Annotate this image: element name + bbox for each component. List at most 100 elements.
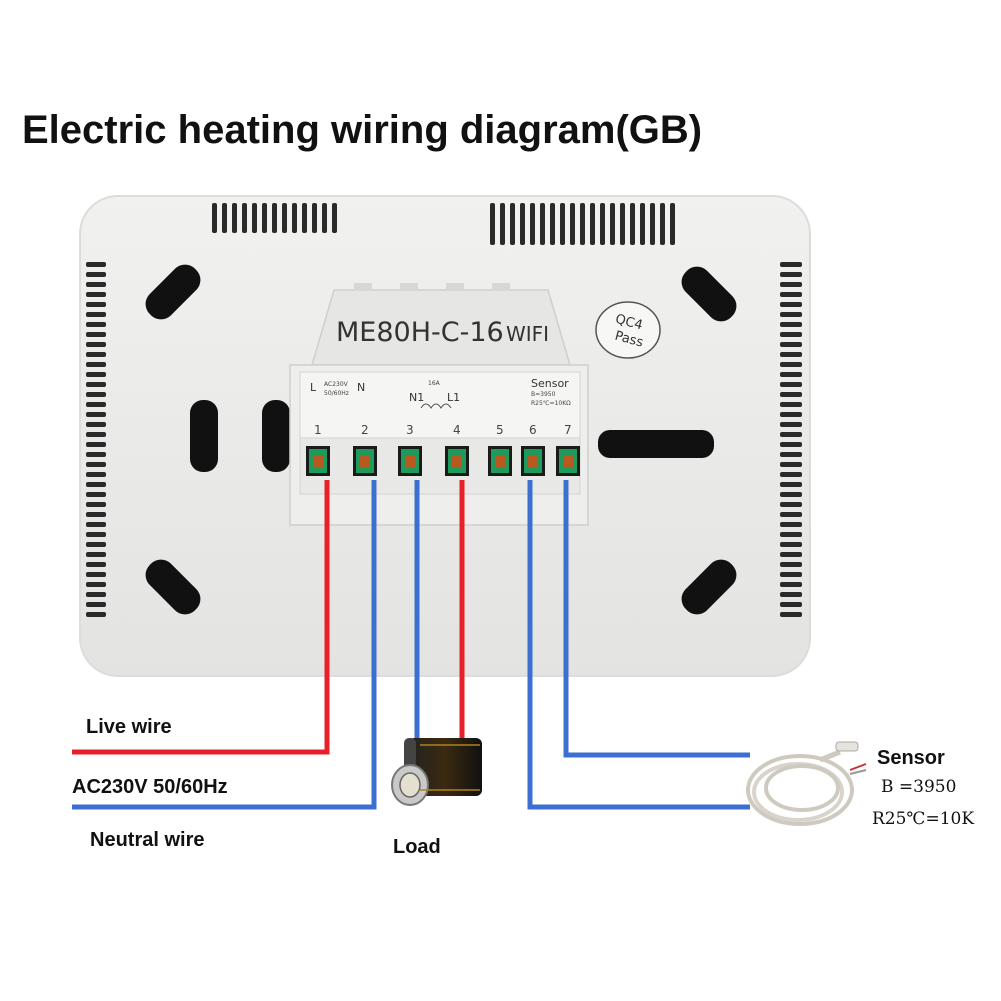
qc-badge: QC4 Pass [595, 301, 661, 359]
diagram-title: Electric heating wiring diagram(GB) [22, 108, 702, 152]
model-name: ME80H-C-16 [336, 317, 504, 348]
mount-slot-left-2 [262, 400, 290, 472]
vent-slot [530, 203, 535, 245]
vent-slot [780, 312, 802, 317]
label-neutral-wire: Neutral wire [90, 829, 204, 851]
vent-slot [86, 592, 106, 597]
label-rating: 16A [428, 380, 441, 387]
vent-slot [86, 312, 106, 317]
vent-slot [610, 203, 615, 245]
vent-slot [252, 203, 257, 233]
mount-slot-top-left [145, 264, 201, 320]
vent-slot [600, 203, 605, 245]
vent-slot [780, 382, 802, 387]
vent-slot [282, 203, 287, 233]
terminal-number: 4 [453, 423, 461, 437]
label-sensor-spec-2: R25℃=10KΩ [531, 400, 571, 407]
mount-slot-bottom-left [145, 559, 201, 615]
model-suffix: WIFI [506, 322, 549, 346]
vent-slot [780, 562, 802, 567]
heater-symbol [420, 403, 452, 409]
vent-slot [780, 472, 802, 477]
terminal-number: 3 [406, 423, 414, 437]
sensor-probe-icon [746, 741, 867, 826]
vent-slot [780, 372, 802, 377]
vent-slot [630, 203, 635, 245]
vent-slot [86, 322, 106, 327]
vent-slot [780, 412, 802, 417]
vent-slot [212, 203, 217, 233]
wires [72, 480, 750, 810]
mount-slot-bottom-right [681, 559, 737, 615]
vent-slot [86, 302, 106, 307]
terminal-wire-clamp [405, 456, 415, 468]
vent-slot [780, 552, 802, 557]
terminal-number: 7 [564, 423, 572, 437]
terminal-wire-clamp [360, 456, 370, 468]
vent-slot [510, 203, 515, 245]
terminal-number: 6 [529, 423, 537, 437]
vent-slot [780, 482, 802, 487]
terminal-wire-clamp [495, 456, 505, 468]
qc-badge-line1: QC4 [614, 312, 645, 334]
vent-slot [780, 292, 802, 297]
vent-slot [780, 612, 802, 617]
vent-slot [86, 532, 106, 537]
label-sensor-title: Sensor [877, 747, 945, 769]
vent-slots-right [780, 262, 802, 617]
vent-slot [780, 542, 802, 547]
label-sensor-b: B =3950 [881, 777, 956, 797]
vent-slot [780, 522, 802, 527]
vent-slot [780, 602, 802, 607]
vent-slot [590, 203, 595, 245]
vent-slots-top-right [490, 203, 675, 245]
vent-slot [86, 442, 106, 447]
vent-slot [780, 462, 802, 467]
vent-slot [302, 203, 307, 233]
label-supply: AC230V 50/60Hz [72, 776, 228, 798]
terminal-labels: L AC230V 50/60Hz N 16A N1 L1 Sensor B=39… [310, 377, 571, 409]
terminal-wire-clamp [452, 456, 462, 468]
vent-slot [780, 442, 802, 447]
terminal-wire-clamp [313, 456, 323, 468]
vent-slot [86, 422, 106, 427]
vent-slot [86, 582, 106, 587]
vent-slot [780, 512, 802, 517]
vent-slot [520, 203, 525, 245]
vent-slot [86, 542, 106, 547]
vent-slot [780, 342, 802, 347]
vent-slot [540, 203, 545, 245]
vent-slot [780, 282, 802, 287]
label-load: Load [393, 836, 441, 858]
vent-slot [86, 562, 106, 567]
vent-slot [490, 203, 495, 245]
label-live-wire: Live wire [86, 716, 172, 738]
vent-slot [86, 332, 106, 337]
vent-slot [86, 272, 106, 277]
vent-slot [620, 203, 625, 245]
label-ac-spec-1: AC230V [324, 381, 349, 388]
vent-slot [640, 203, 645, 245]
vent-slot [560, 203, 565, 245]
vent-slot [86, 482, 106, 487]
mount-slot-top-right [681, 266, 737, 322]
vent-slot [86, 432, 106, 437]
label-l1: L1 [447, 391, 460, 404]
vent-slot [660, 203, 665, 245]
vent-slot [780, 592, 802, 597]
terminal-wire-clamp [528, 456, 538, 468]
terminal-number: 2 [361, 423, 369, 437]
label-sensor: Sensor [531, 377, 569, 390]
label-sensor-spec-1: B=3950 [531, 391, 556, 398]
vent-slot [86, 352, 106, 357]
wire-sensor-2 [563, 480, 750, 758]
terminal-blocks [306, 446, 580, 476]
vent-slot [780, 532, 802, 537]
vent-slot [780, 572, 802, 577]
vent-slot [780, 402, 802, 407]
vent-slot [86, 602, 106, 607]
vent-slot [780, 332, 802, 337]
vent-slot [86, 462, 106, 467]
vent-slot [86, 522, 106, 527]
